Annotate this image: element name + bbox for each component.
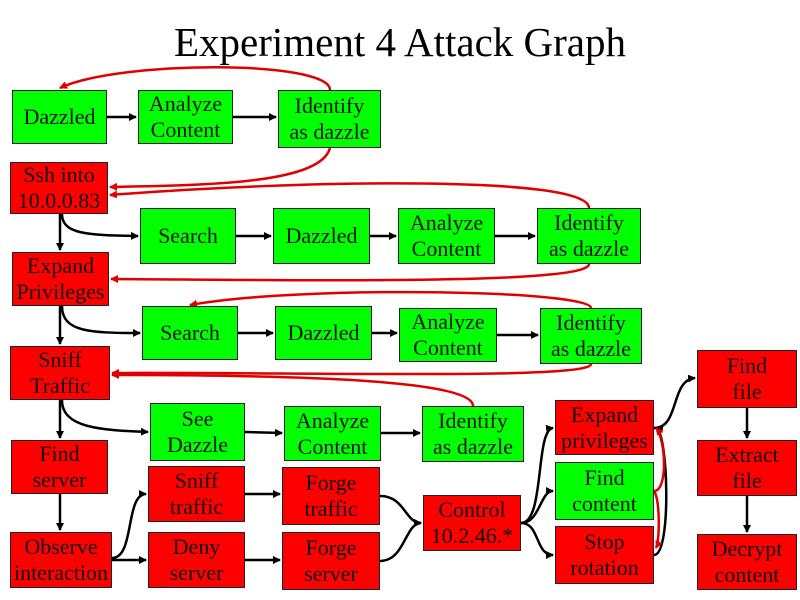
flow-edge-n21-n25 xyxy=(520,424,554,525)
flow-edge-n20-n21 xyxy=(379,494,422,527)
defender-node-search: Search xyxy=(142,306,238,360)
flow-edge-n22-n19 xyxy=(111,490,147,560)
response-edge-n8-n4 xyxy=(109,182,591,209)
attacker-node-sniff-traffic: Sniff Traffic xyxy=(10,346,110,400)
defender-node-find-content: Find content xyxy=(555,462,654,520)
attacker-node-observe-interaction: Observe interaction xyxy=(10,532,112,588)
defender-node-dazzled: Dazzled xyxy=(12,90,107,144)
defender-node-analyze-content: Analyze Content xyxy=(138,90,233,144)
attacker-node-forge-server: Forge server xyxy=(282,532,380,590)
defender-node-analyze-content: Analyze Content xyxy=(284,406,381,461)
flow-edge-n21-n27 xyxy=(520,521,554,559)
response-edge-n26-n25 xyxy=(653,427,666,493)
defender-node-identify-as-dazzle: Identify as dazzle xyxy=(278,90,381,148)
attacker-node-find-file: Find file xyxy=(697,350,797,408)
attacker-node-control-10-2-46: Control 10.2.46.* xyxy=(423,495,521,551)
attacker-node-forge-traffic: Forge traffic xyxy=(282,467,380,525)
flow-edge-n24-n21 xyxy=(379,519,422,563)
defender-node-search: Search xyxy=(140,208,236,264)
defender-node-identify-as-dazzle: Identify as dazzle xyxy=(540,308,642,364)
attacker-node-extract-file: Extract file xyxy=(697,440,797,496)
diagram-title: Experiment 4 Attack Graph xyxy=(173,19,626,65)
defender-node-analyze-content: Analyze Content xyxy=(399,308,497,362)
response-edge-n13-n14 xyxy=(111,362,593,377)
flow-edge-n4-n5 xyxy=(60,213,139,240)
defender-node-identify-as-dazzle: Identify as dazzle xyxy=(422,406,524,462)
defender-node-dazzled: Dazzled xyxy=(273,208,370,264)
attacker-node-ssh-into-10-0-0-83: Ssh into 10.0.0.83 xyxy=(10,162,108,214)
flow-edge-n9-n10 xyxy=(60,305,141,337)
response-edge-n26-n27 xyxy=(652,490,663,549)
attacker-node-decrypt-content: Decrypt content xyxy=(697,534,797,590)
response-edge-n3-n1 xyxy=(59,66,332,91)
attacker-node-stop-rotation: Stop rotation xyxy=(555,526,654,584)
attacker-node-expand-privileges: Expand privileges xyxy=(555,400,654,455)
attacker-node-sniff-traffic: Sniff traffic xyxy=(148,466,245,522)
response-edge-n17-n14 xyxy=(111,371,475,407)
flow-edge-n25-n28 xyxy=(653,374,696,430)
attacker-node-find-server: Find server xyxy=(11,440,108,494)
response-edge-n8-n9 xyxy=(110,263,591,284)
attacker-node-expand-privileges: Expand Privileges xyxy=(12,252,109,306)
defender-node-dazzled: Dazzled xyxy=(275,306,372,360)
defender-node-see-dazzle: See Dazzle xyxy=(150,403,245,461)
flow-edge-n14-n15 xyxy=(60,399,149,436)
flow-edge-n15-n16 xyxy=(244,428,283,437)
response-edge-n3-n4 xyxy=(109,147,332,191)
response-edge-n13-n10 xyxy=(189,290,593,310)
defender-node-identify-as-dazzle: Identify as dazzle xyxy=(537,208,641,264)
flow-edge-n21-n26 xyxy=(520,487,554,525)
defender-node-analyze-content: Analyze Content xyxy=(398,208,495,264)
attacker-node-deny-server: Deny server xyxy=(148,532,245,588)
